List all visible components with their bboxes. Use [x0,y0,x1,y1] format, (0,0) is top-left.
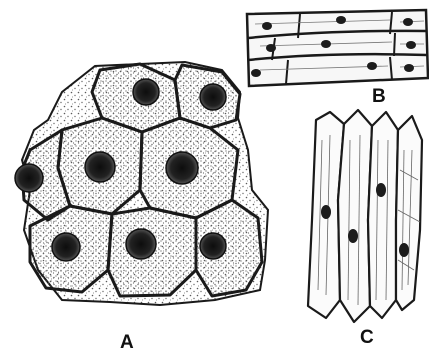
panel-label-a: A [120,333,134,352]
panel-label-c: C [360,328,374,347]
nucleus [266,44,276,52]
nucleus [166,152,198,184]
spindle-cell [338,110,372,322]
nucleus [403,18,413,26]
nucleus [15,164,43,192]
nucleus [251,69,261,77]
nucleus [133,79,159,105]
nucleus [262,22,272,30]
nucleus [406,41,416,49]
nucleus [336,16,346,24]
columnar-cells-panel [308,110,422,322]
nucleus [376,183,386,197]
nucleus [321,205,331,219]
nucleus [52,233,80,261]
nucleus [126,229,156,259]
nucleus [348,229,358,243]
nucleus [321,40,331,48]
nucleus [200,84,226,110]
spindle-cell [368,112,398,318]
nucleus [200,233,226,259]
nucleus [85,152,115,182]
nucleus [399,243,409,257]
nucleus [367,62,377,70]
nucleus [404,64,414,72]
cell-wall [394,33,395,56]
strip-cells-panel [247,10,428,86]
spindle-cell [396,116,422,310]
panel-label-b: B [372,87,386,106]
squamous-epithelium-panel [15,62,268,305]
